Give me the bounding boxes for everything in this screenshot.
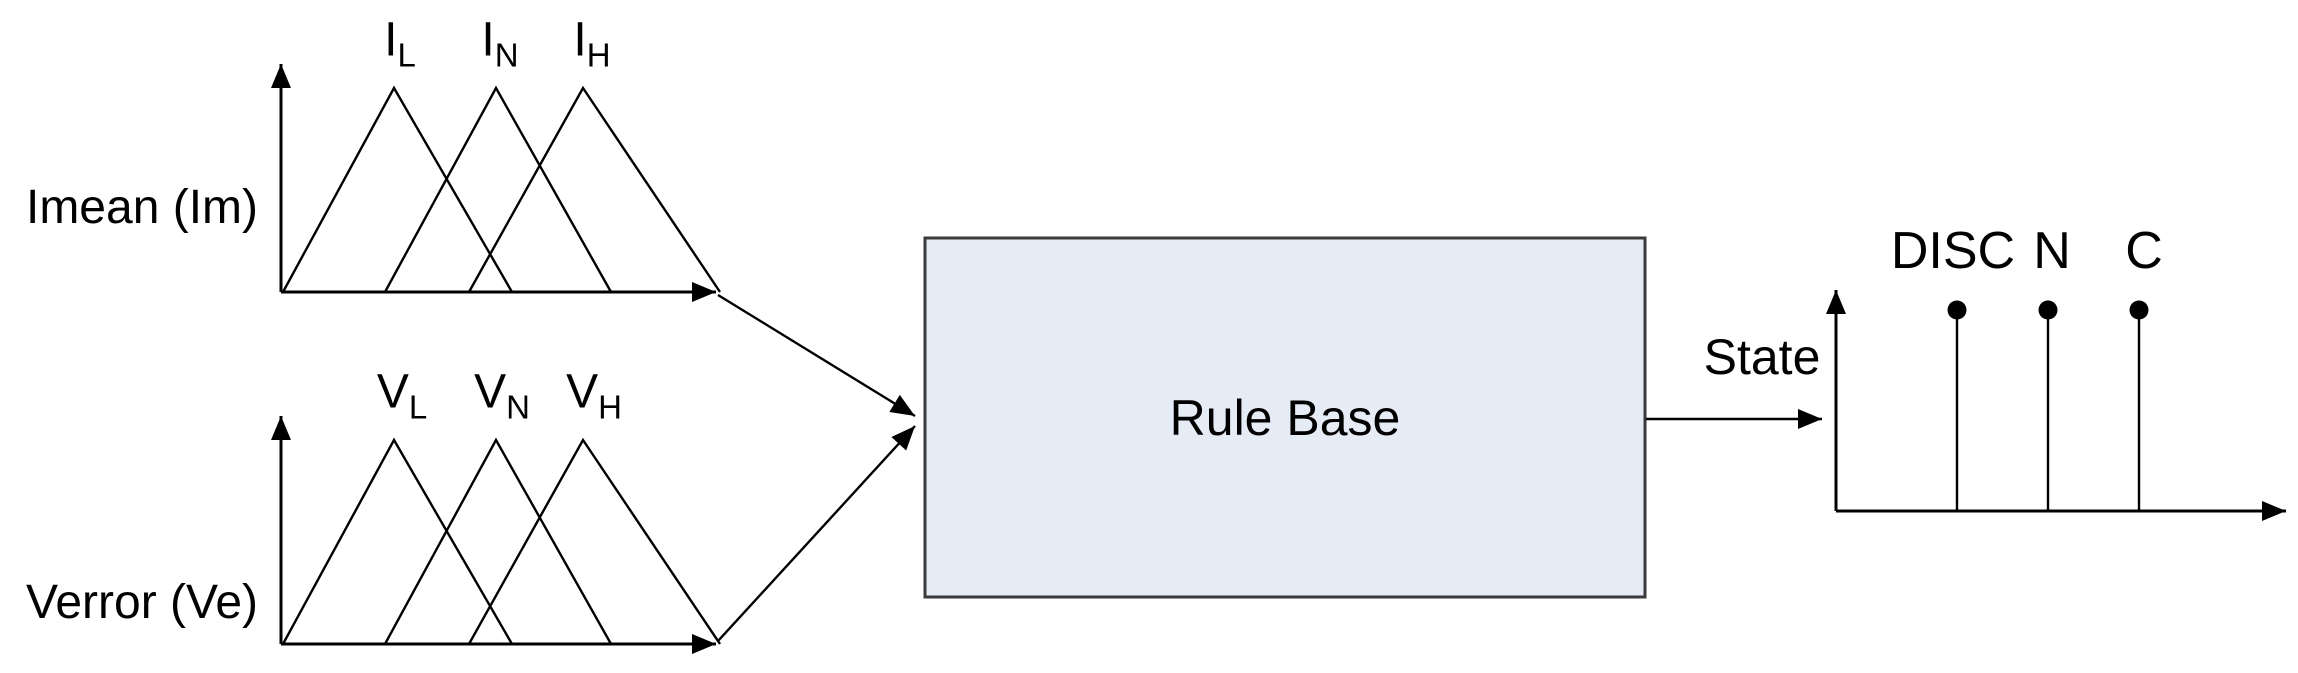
- verror-set-high-base: V: [566, 365, 599, 419]
- singleton-dot-disc: [1947, 300, 1967, 320]
- rule-base-label: Rule Base: [1169, 390, 1401, 446]
- imean-to-rulebase-arrow: [717, 293, 916, 418]
- singleton-dot-n: [2038, 300, 2058, 320]
- imean-triangle-normal: [383, 85, 613, 293]
- singleton-label-c: C: [2125, 222, 2163, 280]
- state-arrow-label: State: [1703, 329, 1821, 385]
- verror-triangle-high: [467, 437, 721, 645]
- verror-set-low-sub: L: [408, 388, 428, 426]
- verror-set-high-sub: H: [598, 388, 622, 426]
- verror-axis-label: Verror (Ve): [25, 576, 259, 629]
- verror-set-normal-sub: N: [506, 388, 530, 426]
- rule-base-box: [923, 236, 1647, 599]
- imean-set-normal-sub: N: [494, 36, 519, 74]
- imean-set-label-low: IL: [384, 13, 416, 74]
- singleton-label-disc: DISC: [1890, 222, 2016, 280]
- verror-triangle-low: [281, 437, 514, 645]
- output-plot: [1826, 290, 2286, 521]
- verror-set-normal-base: V: [474, 365, 507, 419]
- imean-set-label-high: IH: [573, 13, 611, 74]
- verror-set-label-normal: VN: [474, 365, 530, 426]
- imean-triangle-low: [281, 85, 514, 293]
- imean-set-normal-base: I: [481, 13, 495, 67]
- verror-plot: [271, 416, 721, 654]
- imean-triangle-high: [467, 85, 721, 293]
- imean-plot: [271, 64, 721, 302]
- verror-set-label-low: VL: [376, 365, 428, 426]
- imean-set-high-sub: H: [586, 36, 611, 74]
- imean-set-low-base: I: [384, 13, 398, 67]
- imean-set-high-base: I: [573, 13, 587, 67]
- imean-set-low-sub: L: [397, 36, 416, 74]
- verror-set-label-high: VH: [566, 365, 622, 426]
- verror-triangle-normal: [383, 437, 613, 645]
- imean-axis-label: Imean (Im): [25, 181, 259, 234]
- singleton-dot-c: [2129, 300, 2149, 320]
- verror-to-rulebase-arrow: [717, 425, 916, 642]
- singleton-label-n: N: [2033, 222, 2071, 280]
- imean-set-label-normal: IN: [481, 13, 519, 74]
- verror-set-low-base: V: [376, 365, 409, 419]
